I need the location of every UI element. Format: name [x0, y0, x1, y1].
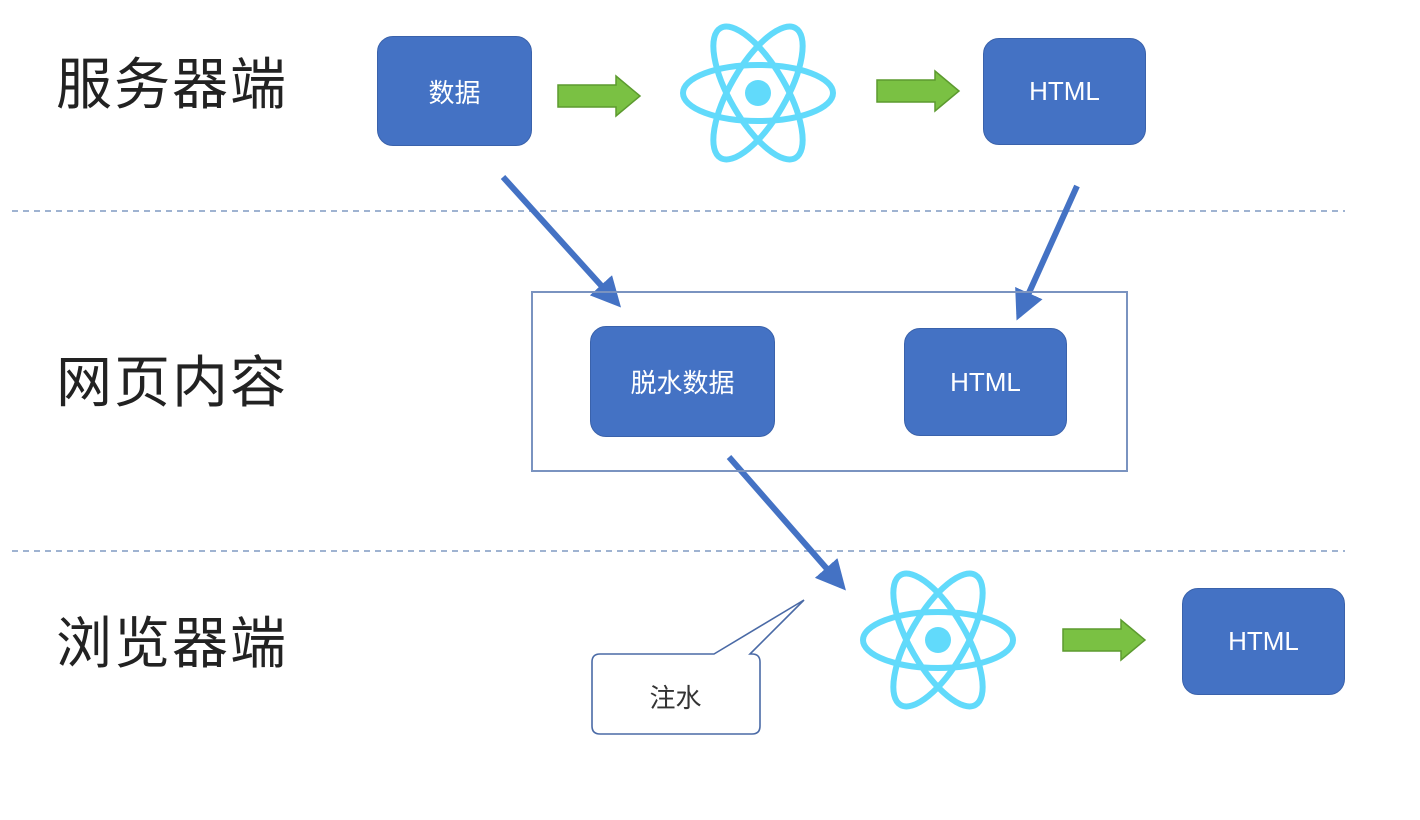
dehydrated-data-box: 脱水数据 [590, 326, 775, 437]
server-html-box: HTML [983, 38, 1146, 145]
hydrate-callout-label: 注水 [649, 683, 702, 714]
diagonal-arrow-icon [726, 455, 846, 591]
row-label-browser: 浏览器端 [56, 612, 288, 677]
react-logo-icon [683, 14, 833, 172]
page-content-group [531, 291, 1128, 472]
right-arrow-icon [876, 70, 960, 112]
server-data-box: 数据 [377, 36, 532, 146]
callout-bubble [591, 599, 805, 735]
right-arrow-icon [1062, 619, 1146, 661]
diagonal-arrow-icon [1015, 184, 1080, 321]
row-label-server: 服务器端 [56, 53, 288, 118]
diagonal-arrow-icon [500, 174, 622, 308]
browser-html-box: HTML [1182, 588, 1345, 695]
row-label-page: 网页内容 [56, 351, 288, 416]
right-arrow-icon [557, 75, 641, 117]
react-logo-icon [863, 561, 1013, 719]
page-html-box: HTML [904, 328, 1067, 436]
